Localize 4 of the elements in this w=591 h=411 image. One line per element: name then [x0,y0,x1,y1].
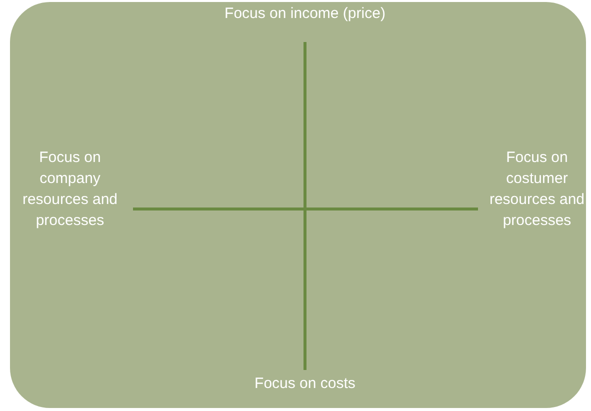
axis-label: Focus on company resources and processes [21,148,119,231]
axis-label: Focus on costumer resources and processes [488,148,586,231]
axis-label: Focus on costs [254,374,356,394]
axis-label: Focus on income (price) [224,4,386,24]
